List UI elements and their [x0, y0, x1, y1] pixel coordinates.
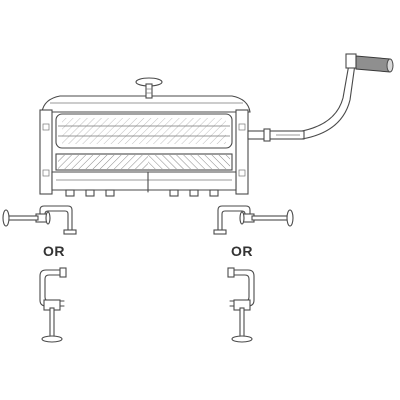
drain-board	[51, 171, 237, 191]
clamp-right-vertical	[227, 267, 255, 343]
crank-handle	[247, 53, 394, 142]
top-cover	[41, 95, 251, 113]
or-label-right: OR	[231, 243, 253, 259]
clamp-left-horizontal	[2, 205, 77, 235]
or-label-left: OR	[43, 243, 65, 259]
clamp-right-horizontal	[213, 205, 294, 235]
clamp-left-vertical	[39, 267, 67, 343]
pressure-screw	[135, 77, 163, 99]
right-frame	[235, 109, 249, 195]
left-frame	[39, 109, 53, 195]
wringer-body	[39, 95, 251, 197]
